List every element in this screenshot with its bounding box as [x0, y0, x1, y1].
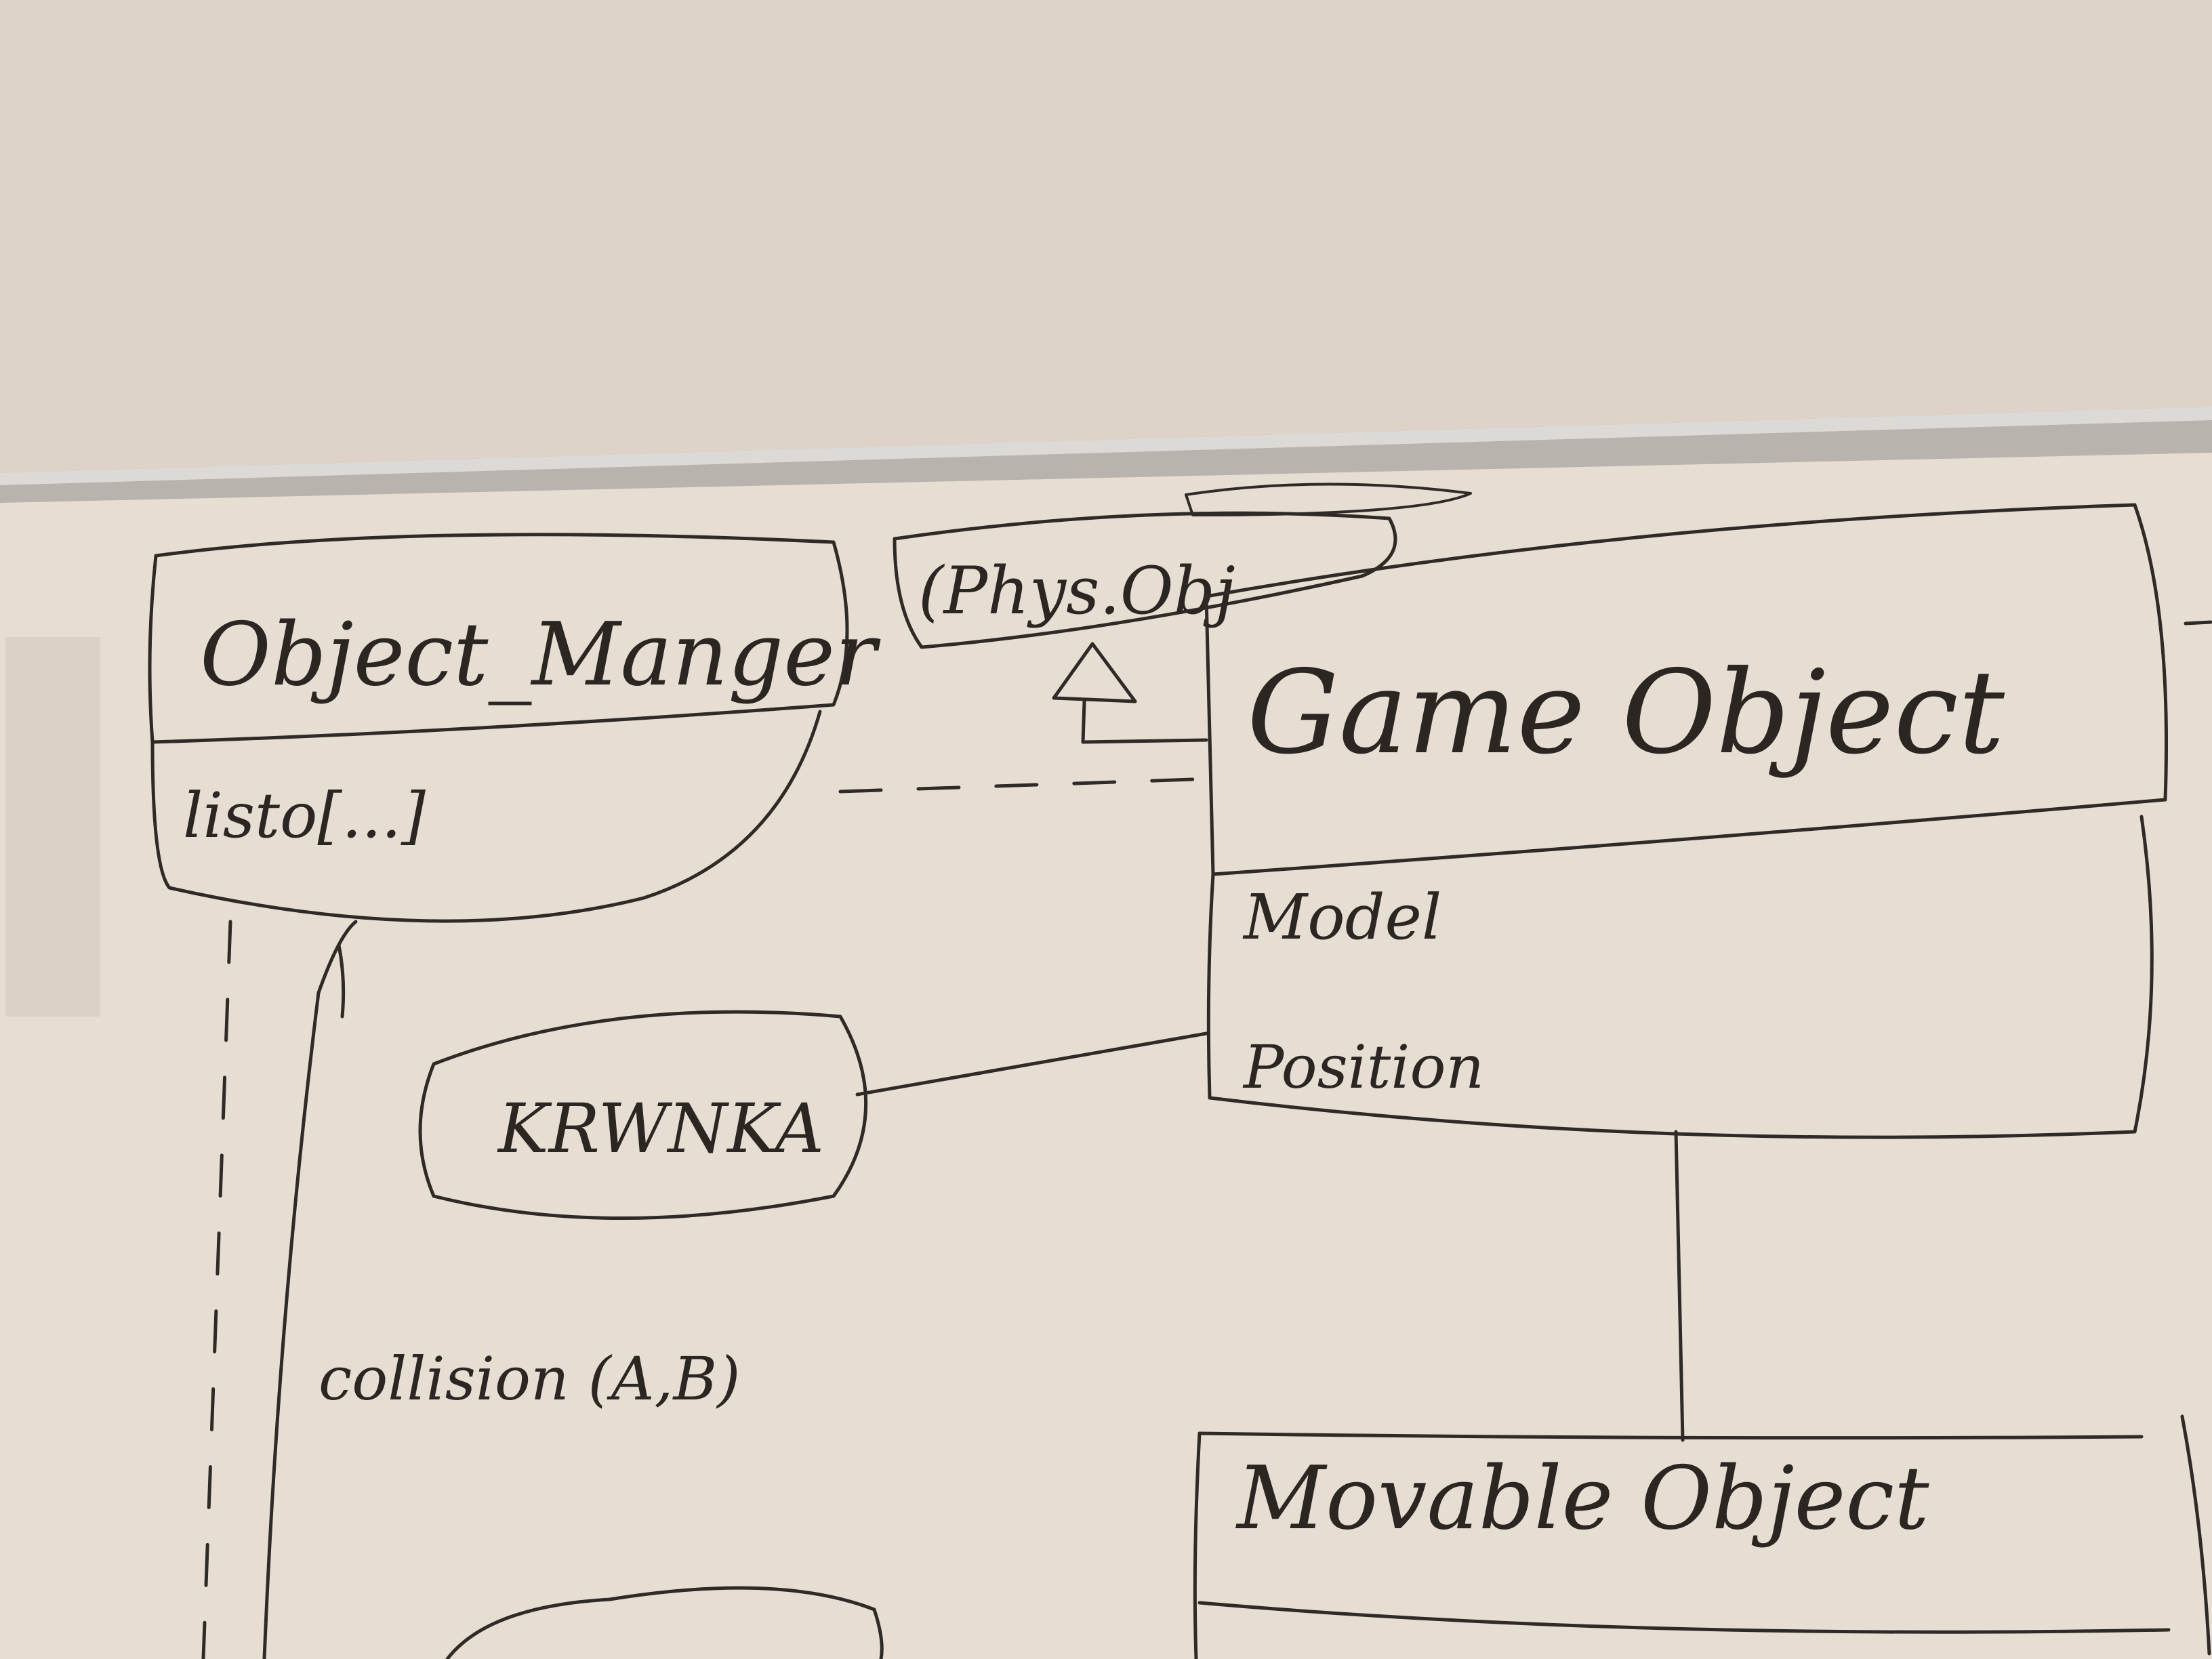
game-object-title: Game Object	[1247, 646, 2005, 780]
game-object-field-model: Model	[1242, 881, 1441, 954]
game-object-class: Game Object Model Position	[1204, 503, 2169, 1139]
left-upward-arrow	[262, 920, 358, 1659]
partial-bottom-box	[445, 1586, 884, 1659]
top-right-dash	[2184, 620, 2212, 626]
dashed-association	[838, 777, 1195, 794]
phys-object-label: (Phys.Obj	[918, 553, 1235, 629]
phys-object-class: (Phys.Obj	[893, 483, 1472, 649]
collision-annotation: collision (A,B)	[319, 1344, 741, 1414]
krwnka-position-line	[855, 1031, 1208, 1097]
krwnka-title: KRWNKA	[497, 1089, 824, 1168]
krwnka-class: KRWNKA	[418, 1010, 868, 1220]
inheritance-line-movable	[1674, 1130, 1685, 1442]
object-manager-field: listo[...]	[183, 779, 426, 852]
whiteboard-surface	[0, 453, 2212, 1659]
wall	[0, 0, 2212, 474]
movable-object-class: Movable Object	[1193, 1414, 2211, 1659]
eraser-smudge	[5, 637, 100, 1017]
game-object-field-position: Position	[1242, 1032, 1484, 1102]
object-manager-title: Object_Manger	[200, 605, 881, 705]
movable-object-title: Movable Object	[1235, 1448, 1929, 1549]
inheritance-arrow	[1052, 642, 1208, 744]
object-manager-class: Object_Manger listo[...]	[148, 533, 881, 923]
